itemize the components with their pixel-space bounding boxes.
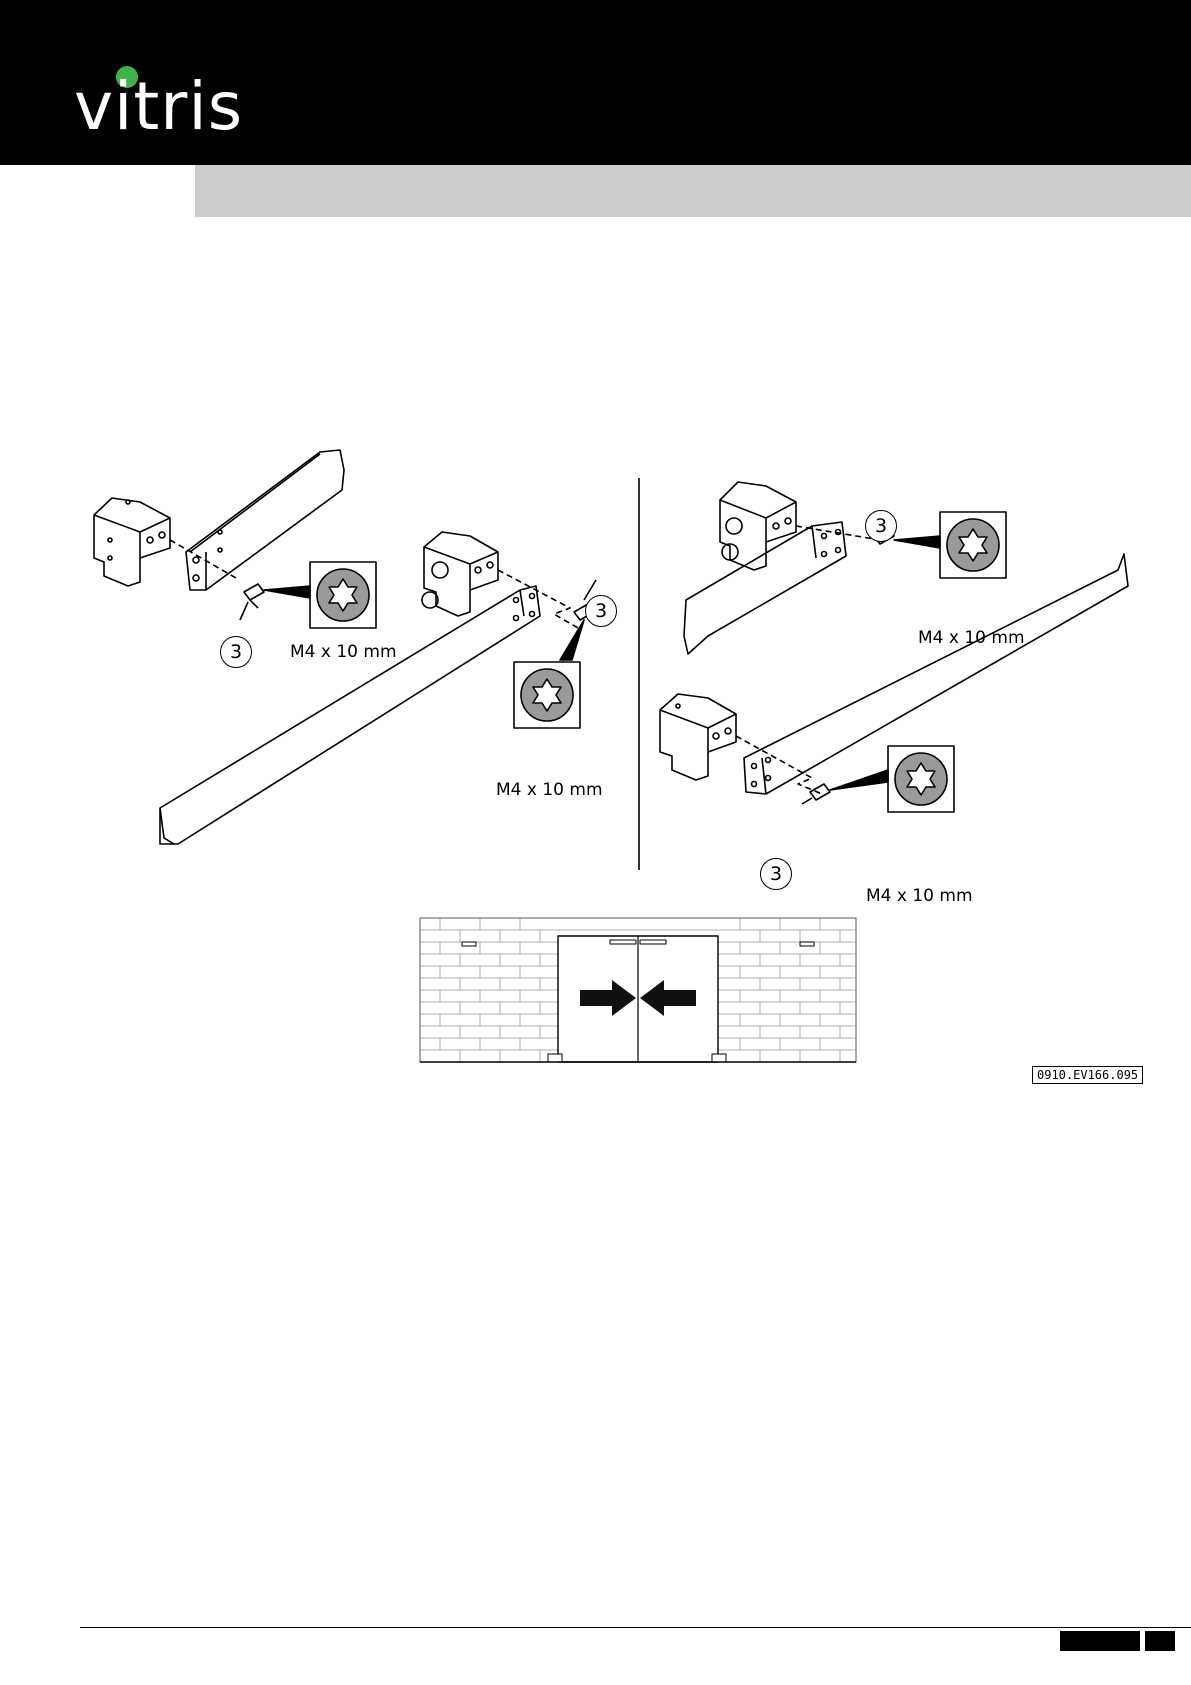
callout-3: 3 <box>760 858 792 890</box>
footer-tab <box>1060 1631 1140 1651</box>
drawing-reference-code: 0910.EV166.095 <box>1032 1066 1143 1084</box>
zoom-pointer <box>560 620 584 660</box>
callout-3: 3 <box>865 510 897 542</box>
callout-3: 3 <box>220 636 252 668</box>
screw-spec-label: M4 x 10 mm <box>496 782 603 799</box>
footer-rule <box>80 1627 1191 1628</box>
header-band: vitris <box>0 0 1191 165</box>
short-bar-right <box>684 522 846 654</box>
screw-spec-label: M4 x 10 mm <box>290 644 397 661</box>
bracket-left-mid <box>422 532 498 616</box>
bracket-right-mid <box>660 694 736 780</box>
zoom-pointer <box>894 536 940 548</box>
assembly-figure: 3 3 3 3 M4 x 10 mm M4 x 10 mm M4 x 10 mm… <box>0 440 1191 1100</box>
screw-spec-label: M4 x 10 mm <box>866 888 973 905</box>
footer-tab <box>1145 1631 1175 1651</box>
section-title-bar <box>195 165 1191 217</box>
logo-text: vitris <box>74 74 243 140</box>
assembly-drawing <box>0 440 1191 1100</box>
long-bar-left <box>160 586 540 844</box>
screw-spec-label: M4 x 10 mm <box>918 630 1025 647</box>
zoom-pointer <box>830 770 888 790</box>
vitris-logo: vitris <box>74 60 274 150</box>
callout-3: 3 <box>585 595 617 627</box>
assembly-guide <box>736 736 822 794</box>
screw-left-top <box>240 584 264 620</box>
zoom-pointer <box>264 586 310 598</box>
short-bar-left <box>186 450 344 590</box>
assembly-guide <box>170 540 236 578</box>
bracket-left-top <box>94 498 170 586</box>
brick-wall-diagram <box>420 918 856 1062</box>
